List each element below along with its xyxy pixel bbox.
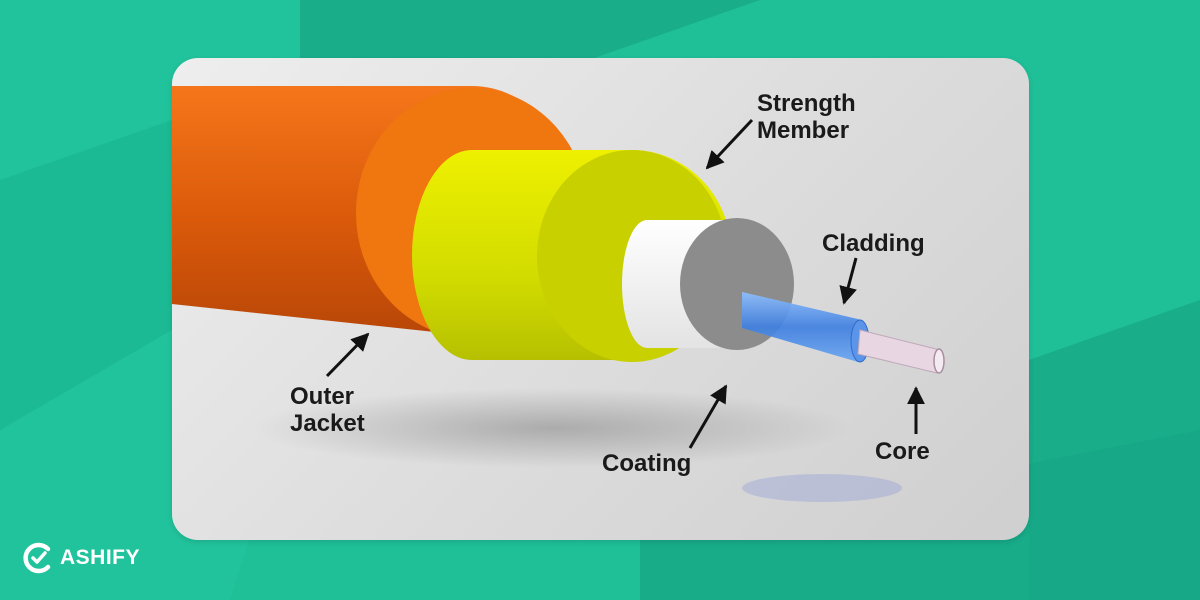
- cashify-c-logo-icon: [23, 542, 51, 574]
- strength-member-arrow: [705, 118, 754, 170]
- fiber-optic-cable-diagram: [172, 86, 945, 502]
- cashify-logo: ASHIFY: [22, 538, 140, 578]
- cladding-body: [742, 292, 862, 362]
- coating-label: Coating: [602, 450, 692, 477]
- brand-name: ASHIFY: [60, 546, 141, 569]
- outer-jacket-label: Outer Jacket: [290, 383, 365, 437]
- diagram-card: Strength Member Cladding Outer Jacket Co…: [172, 58, 1029, 540]
- cable-shadow: [252, 388, 852, 468]
- cladding-reflection: [742, 474, 902, 502]
- core-end-face: [933, 348, 945, 374]
- strength-member-label: Strength Member: [757, 90, 856, 144]
- core-body: [857, 329, 941, 374]
- core-label: Core: [875, 438, 930, 465]
- cladding-arrow: [839, 257, 858, 305]
- cladding-label: Cladding: [822, 230, 925, 257]
- coating-arrow: [688, 384, 728, 449]
- outer-jacket-arrow: [325, 332, 370, 378]
